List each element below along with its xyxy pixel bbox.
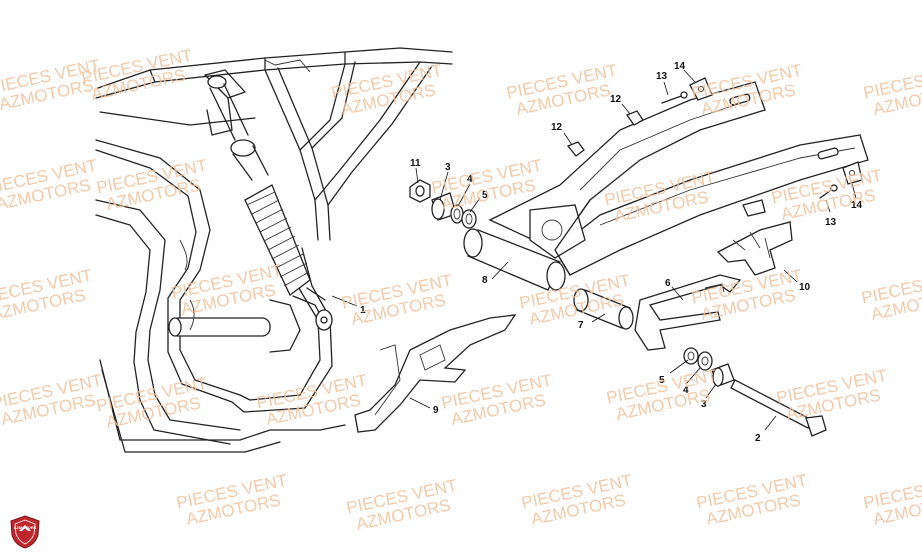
callout-1: 1 xyxy=(360,305,366,316)
spacer-drawing xyxy=(573,288,634,330)
callout-9: 9 xyxy=(433,405,439,416)
callout-7: 7 xyxy=(578,320,584,331)
frame-drawing xyxy=(95,47,453,453)
axle-hardware-drawing xyxy=(669,347,827,437)
callout-14-right: 14 xyxy=(851,200,863,211)
callout-4-lower: 4 xyxy=(683,385,689,396)
callout-labels: 1 2 3 3 4 4 5 5 6 7 8 9 10 11 12 12 13 1… xyxy=(360,61,863,444)
swingarm-drawing xyxy=(463,81,869,291)
callout-13-top: 13 xyxy=(656,71,668,82)
azmotors-shield-logo-icon xyxy=(10,515,40,549)
chain-guard-drawing xyxy=(716,221,798,283)
chain-cover-drawing xyxy=(354,314,517,433)
callout-6: 6 xyxy=(665,278,671,289)
chain-slider-drawing xyxy=(634,274,742,351)
shock-absorber-drawing xyxy=(207,75,358,331)
callout-12-right: 12 xyxy=(610,94,622,105)
callout-3-upper: 3 xyxy=(445,162,451,173)
callout-8: 8 xyxy=(482,275,488,286)
callout-12-left: 12 xyxy=(551,122,563,133)
upper-pivot-hardware-drawing xyxy=(409,167,481,229)
callout-11: 11 xyxy=(410,158,421,169)
callout-2: 2 xyxy=(755,433,761,444)
callout-4-upper: 4 xyxy=(467,174,473,185)
callout-5-upper: 5 xyxy=(482,190,488,201)
callout-13-right: 13 xyxy=(825,217,837,228)
callout-5-lower: 5 xyxy=(659,375,665,386)
callout-14-top: 14 xyxy=(674,61,686,72)
callout-10: 10 xyxy=(799,282,811,293)
logo-wordmark: AZMOTORS xyxy=(13,525,37,530)
callout-3-lower: 3 xyxy=(701,399,707,410)
clips-and-pins-drawing xyxy=(563,69,863,213)
